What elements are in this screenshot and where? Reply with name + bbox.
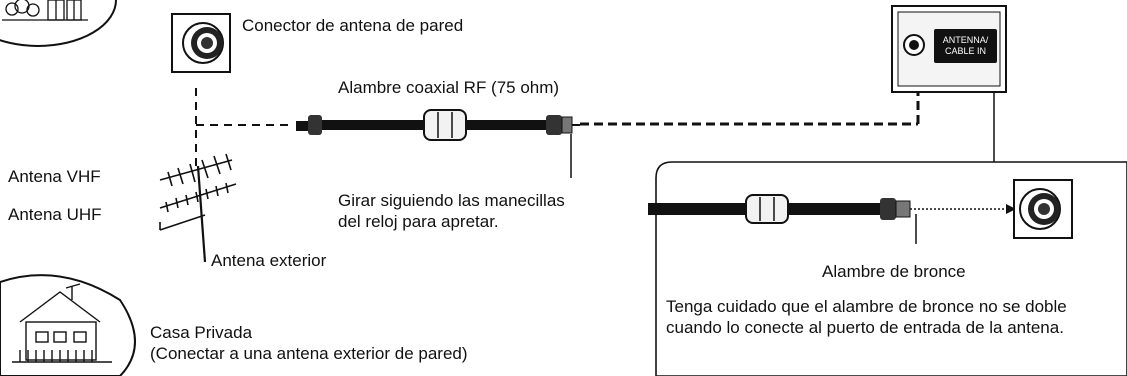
coax-cable-label: Alambre coaxial RF (75 ohm) xyxy=(338,78,560,97)
uhf-antenna-label: Antena UHF xyxy=(8,205,102,224)
outdoor-antenna-icon xyxy=(159,153,237,263)
detail-cable-icon xyxy=(648,194,1016,224)
tighten-label-line1: Girar siguiendo las manecillas xyxy=(338,191,565,210)
wall-connector-label: Conector de antena de pared xyxy=(242,16,464,35)
tighten-label-line2: del reloj para apretar. xyxy=(338,212,499,231)
detail-antenna-jack-icon xyxy=(1013,179,1073,239)
outdoor-antenna-label: Antena exterior xyxy=(211,251,327,270)
private-house-note: (Conectar a una antena exterior de pared… xyxy=(150,344,468,363)
copper-wire-label: Alambre de bronce xyxy=(822,262,966,281)
vhf-antenna-label: Antena VHF xyxy=(8,167,101,186)
private-house-icon xyxy=(0,274,136,376)
wall-antenna-jack-icon xyxy=(171,13,231,73)
caution-note: Tenga cuidado que el alambre de bronce n… xyxy=(666,297,1067,337)
coaxial-cable-icon xyxy=(296,109,580,141)
private-house-label: Casa Privada xyxy=(150,323,253,342)
tv-antenna-port-label: ANTENNA/ CABLE IN xyxy=(934,29,997,63)
apartment-scene-icon xyxy=(0,0,117,47)
